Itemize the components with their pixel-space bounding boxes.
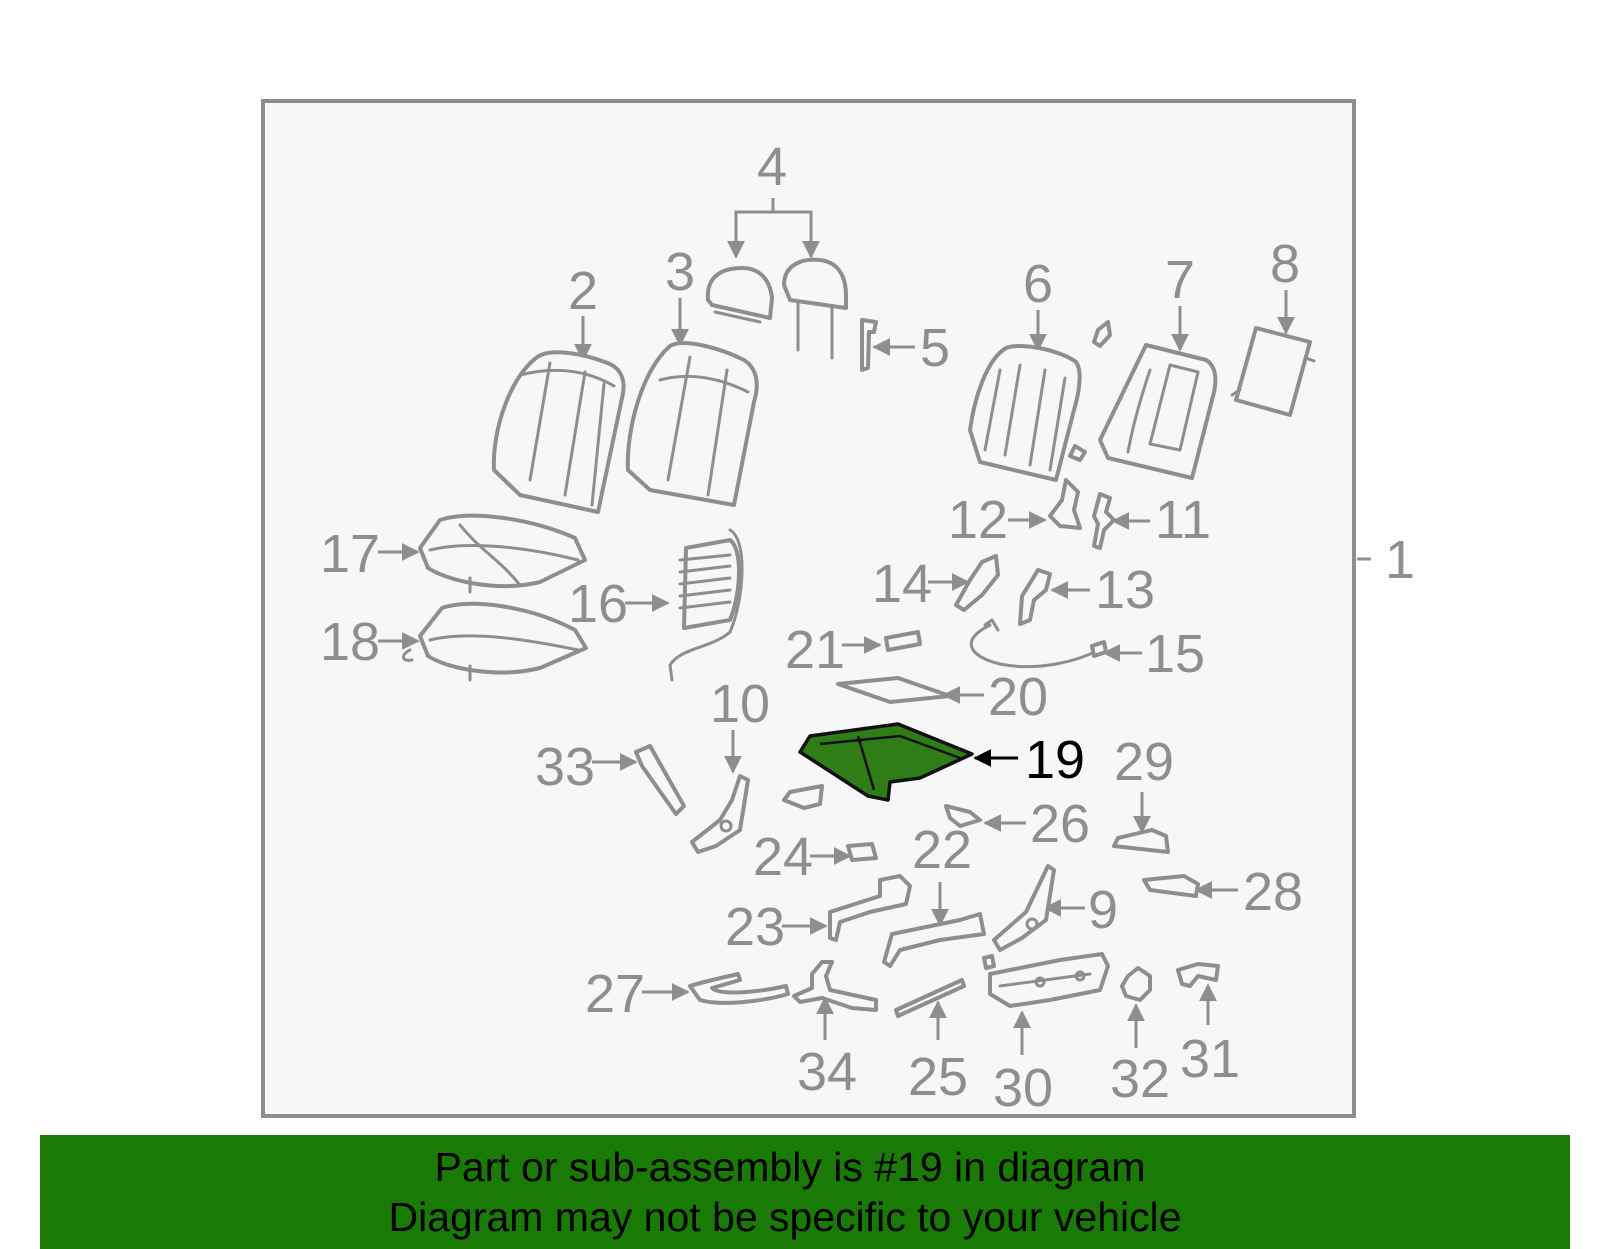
part-11: [1092, 492, 1116, 550]
callout-3: 3: [665, 242, 695, 302]
callout-11: 11: [1155, 490, 1211, 550]
part-24: [846, 842, 878, 862]
part-8: [1230, 326, 1316, 417]
rod-27: [688, 972, 790, 1005]
part-9: [992, 864, 1056, 952]
callout-14: 14: [872, 554, 932, 614]
seat-back-panel: [1092, 320, 1218, 480]
callout-25: 25: [908, 1047, 968, 1107]
callout-2: 2: [568, 261, 598, 321]
callout-12: 12: [948, 490, 1008, 550]
callout-15: 15: [1145, 624, 1205, 684]
footer-banner: Part or sub-assembly is #19 in diagram D…: [40, 1135, 1570, 1249]
seat-back-frame: [968, 343, 1087, 482]
seat-cushion-frame-highlighted: [798, 722, 974, 802]
callout-29: 29: [1114, 732, 1174, 792]
callout-30: 30: [993, 1058, 1053, 1118]
callout-24: 24: [753, 827, 813, 887]
callout-32: 32: [1110, 1049, 1170, 1109]
callout-20: 20: [988, 667, 1048, 727]
part-32: [1120, 966, 1152, 1002]
footer-line-1: Part or sub-assembly is #19 in diagram: [434, 1144, 1146, 1190]
seat-track-22: [882, 912, 986, 968]
part-16: [668, 528, 744, 682]
callout-22: 22: [912, 820, 972, 880]
headrest-left: [705, 266, 774, 324]
callout-23: 23: [725, 897, 785, 957]
seat-track-23: [828, 874, 912, 942]
part-5: [860, 318, 878, 372]
rod-25: [894, 978, 966, 1018]
callout-4: 4: [757, 137, 787, 197]
seat-cushion-pad: [402, 601, 588, 682]
part-26: [944, 804, 982, 828]
seat-back-pad: [625, 341, 759, 507]
part-12: [1048, 478, 1082, 530]
callout-13: 13: [1095, 560, 1155, 620]
part-28: [1142, 874, 1200, 898]
callout-26: 26: [1030, 794, 1090, 854]
callout-34: 34: [797, 1042, 857, 1102]
callout-31: 31: [1180, 1029, 1240, 1089]
callout-8: 8: [1270, 234, 1300, 294]
cable-15: [969, 618, 1108, 669]
seat-cushion-cover: [418, 513, 587, 594]
bracket-small: [782, 784, 824, 810]
callout-19: 19: [1025, 730, 1085, 790]
callout-5: 5: [920, 318, 950, 378]
part-34: [792, 960, 878, 1012]
part-10: [690, 774, 750, 854]
part-29: [1112, 828, 1170, 854]
headrest-right: [782, 257, 848, 360]
callout-27: 27: [585, 964, 645, 1024]
part-33: [634, 744, 686, 816]
part-31: [1176, 962, 1220, 988]
callout-6: 6: [1023, 254, 1053, 314]
part-20: [836, 676, 952, 704]
footer-line-2: Diagram may not be specific to your vehi…: [388, 1194, 1182, 1240]
side-shield-30: [982, 952, 1110, 1008]
callout-17: 17: [320, 524, 380, 584]
callout-7: 7: [1165, 250, 1195, 310]
callout-18: 18: [320, 612, 380, 672]
seat-back-cover: [491, 350, 626, 514]
callout-28: 28: [1243, 862, 1303, 922]
callout-16: 16: [568, 574, 628, 634]
part-13: [1018, 568, 1052, 626]
part-14: [954, 554, 1000, 612]
callout-21: 21: [785, 620, 845, 680]
callout-1: 1: [1385, 530, 1415, 590]
part-21: [884, 630, 922, 652]
callout-9: 9: [1088, 880, 1118, 940]
callout-10: 10: [710, 674, 770, 734]
callout-33: 33: [535, 737, 595, 797]
